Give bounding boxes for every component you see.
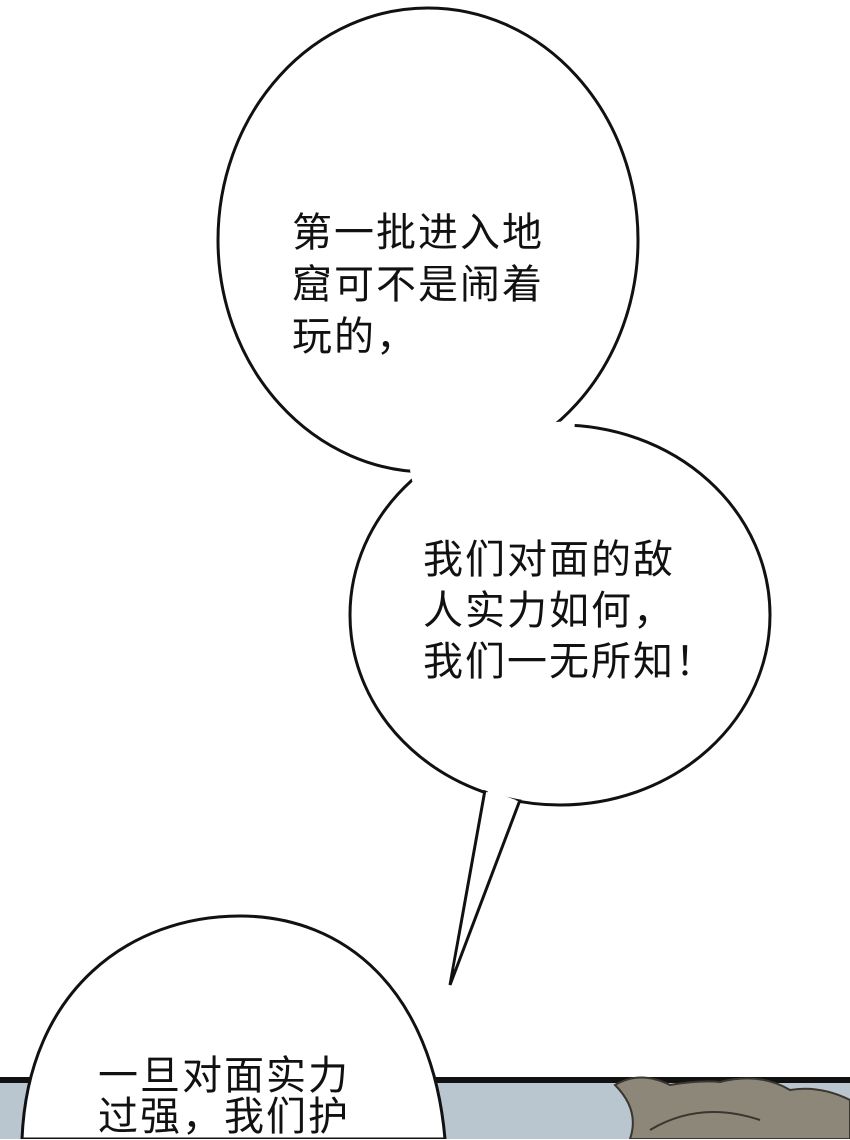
character-hair — [613, 1076, 850, 1139]
bubble-line: 一旦对面实力 — [98, 1053, 350, 1099]
bubble-line: 第一批进入地 — [292, 210, 544, 256]
bubble-line: 玩的， — [292, 314, 418, 360]
bubble-line: 过强，我们护 — [98, 1094, 350, 1140]
bubble-line: 窟可不是闹着 — [292, 262, 544, 308]
bubble-line: 人实力如何， — [423, 588, 675, 634]
bubble-line: 我们对面的敌 — [423, 537, 675, 583]
speech-bubble-3 — [20, 914, 447, 1139]
bubble-fill — [220, 10, 768, 970]
bubble-line: 我们一无所知！ — [423, 639, 717, 685]
